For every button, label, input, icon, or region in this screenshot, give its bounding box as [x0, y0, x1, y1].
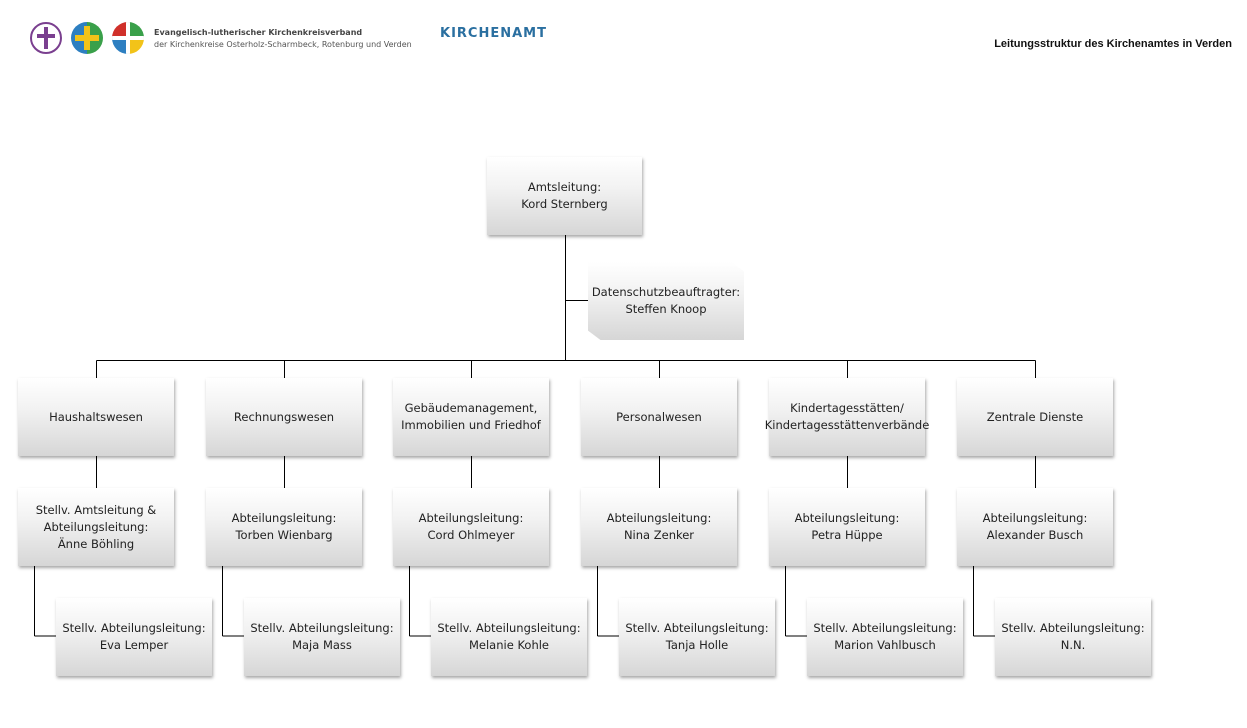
org-box-department-deputy: Stellv. Abteilungsleitung: N.N.	[995, 598, 1151, 676]
org-box-name: Melanie Kohle	[468, 638, 550, 652]
department-name: Personalwesen	[616, 409, 702, 424]
department-name: Immobilien und Friedhof	[401, 418, 541, 432]
org-box-name: Steffen Knoop	[625, 302, 707, 316]
department-name: Kindertagesstättenverbände	[764, 418, 930, 432]
org-box-datenschutz: Datenschutzbeauftragter: Steffen Knoop	[588, 262, 744, 340]
org-box-name: N.N.	[1060, 638, 1086, 652]
department-name: Rechnungswesen	[233, 409, 335, 424]
org-box-amtsleitung: Amtsleitung: Kord Sternberg	[487, 157, 642, 235]
org-box-department-lead: Abteilungsleitung: Petra Hüppe	[769, 488, 925, 566]
org-box-department-deputy: Stellv. Abteilungsleitung: Marion Vahlbus…	[807, 598, 963, 676]
kirchenkreis-logo-cross-icon	[30, 22, 62, 54]
org-box-department-lead: Abteilungsleitung: Alexander Busch	[957, 488, 1113, 566]
org-box-name: Kord Sternberg	[521, 197, 608, 211]
org-box-role: Abteilungsleitung:	[418, 511, 524, 525]
org-box-role: Abteilungsleitung:	[606, 511, 712, 525]
org-box-department-deputy: Stellv. Abteilungsleitung: Melanie Kohle	[431, 598, 587, 676]
org-box-role: Datenschutzbeauftragter:	[591, 285, 741, 299]
org-box-department: Haushaltswesen	[18, 378, 174, 456]
org-name-line2: der Kirchenkreise Osterholz-Scharmbeck, …	[154, 40, 412, 49]
org-box-name: Nina Zenker	[623, 528, 695, 542]
org-box-department: Personalwesen	[581, 378, 737, 456]
org-box-name: Maja Mass	[292, 638, 352, 652]
org-box-department: Zentrale Dienste	[957, 378, 1113, 456]
org-box-department: Gebäudemanagement, Immobilien und Friedho…	[393, 378, 549, 456]
department-name: Gebäudemanagement,	[404, 401, 538, 415]
org-box-department: Kindertagesstätten/Kindertagesstättenver…	[765, 378, 929, 456]
org-box-name: Tanja Holle	[665, 638, 729, 652]
org-box-name: Torben Wienbarg	[235, 528, 333, 542]
org-box-name: Marion Vahlbusch	[834, 638, 936, 652]
org-box-role: Abteilungsleitung:	[794, 511, 900, 525]
org-box-name: Eva Lemper	[99, 638, 169, 652]
org-box-role: Stellv. Abteilungsleitung:	[437, 621, 581, 635]
kirchenamt-wordmark: KIRCHENAMT	[440, 26, 547, 41]
page-title: Leitungsstruktur des Kirchenamtes in Ver…	[994, 38, 1232, 50]
org-box-role: Stellv. Abteilungsleitung:	[62, 621, 206, 635]
org-name: Evangelisch-lutherischer Kirchenkreisver…	[154, 27, 412, 51]
org-box-name: Cord Ohlmeyer	[427, 528, 515, 542]
department-name: Haushaltswesen	[49, 409, 143, 424]
org-box-role: Stellv. Abteilungsleitung:	[1001, 621, 1145, 635]
department-name: Kindertagesstätten/	[790, 401, 904, 415]
org-box-role: Stellv. Amtsleitung &	[35, 502, 157, 517]
org-box-department-deputy: Stellv. Abteilungsleitung: Eva Lemper	[56, 598, 212, 676]
org-box-role: Abteilungsleitung:	[231, 511, 337, 525]
org-box-name: Änne Böhling	[57, 536, 135, 551]
department-name: Zentrale Dienste	[986, 409, 1084, 424]
org-name-line1: Evangelisch-lutherischer Kirchenkreisver…	[154, 28, 363, 37]
kirchenkreis-logo-blue-green-icon	[71, 22, 103, 54]
org-box-name: Alexander Busch	[986, 528, 1084, 542]
org-box-department-lead: Abteilungsleitung: Cord Ohlmeyer	[393, 488, 549, 566]
org-box-role: Amtsleitung:	[527, 180, 602, 194]
org-box-department: Rechnungswesen	[206, 378, 362, 456]
org-box-department-lead: Abteilungsleitung: Nina Zenker	[581, 488, 737, 566]
org-box-department-lead: Abteilungsleitung: Torben Wienbarg	[206, 488, 362, 566]
org-box-role: Stellv. Abteilungsleitung:	[813, 621, 957, 635]
org-box-name: Petra Hüppe	[811, 528, 883, 542]
org-box-role: Stellv. Abteilungsleitung:	[250, 621, 394, 635]
org-box-role: Abteilungsleitung:	[982, 511, 1088, 525]
org-box-department-deputy: Stellv. Abteilungsleitung: Tanja Holle	[619, 598, 775, 676]
org-box-department-deputy: Stellv. Abteilungsleitung: Maja Mass	[244, 598, 400, 676]
org-box-role: Abteilungsleitung:	[43, 519, 149, 534]
org-box-department-lead: Stellv. Amtsleitung & Abteilungsleitung: Ä…	[18, 488, 174, 566]
org-box-role: Stellv. Abteilungsleitung:	[625, 621, 769, 635]
